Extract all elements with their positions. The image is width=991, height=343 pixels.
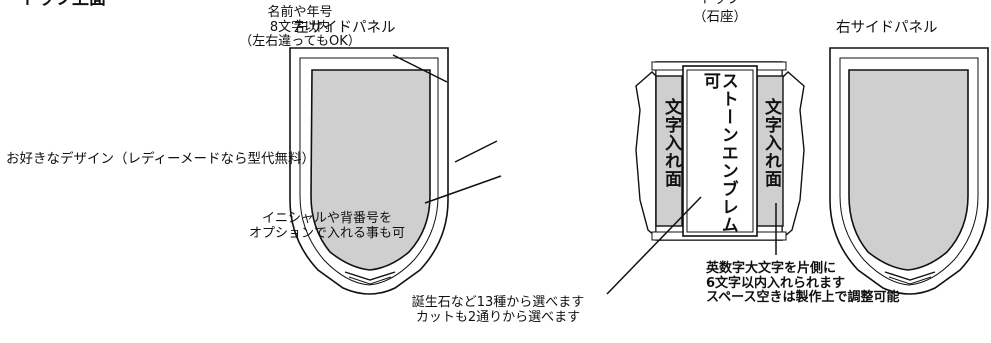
label-alphanumeric: 英数字大文字を片側に 6文字以内入れられます スペース空きは製作上で調整可能	[706, 261, 900, 306]
label-stone-emblem: ストーンエンブレム可	[699, 72, 738, 234]
label-birthstone: 誕生石など13種から選べます カットも2通りから選べます	[411, 295, 585, 325]
heading-right-side-panel: 右サイドパネル	[836, 20, 938, 36]
label-favorite-design: お好きなデザイン（レディーメードなら型代無料）	[6, 151, 316, 167]
right-side-panel-shape	[829, 47, 989, 295]
left-side-panel-shape	[289, 47, 449, 295]
label-engrave-face-right: 文字入れ面	[761, 98, 781, 188]
heading-left-side-panel: 左サイドパネル	[294, 20, 396, 36]
label-initials-option: イニシャルや背番号を オプションで入れる事も可	[248, 211, 405, 241]
label-engrave-face-left: 文字入れ面	[661, 98, 681, 188]
top-stone-seat-shape	[635, 61, 805, 241]
label-name-or-year: 名前や年号 8文字以内 （左右違ってもOK）	[239, 5, 361, 50]
leader-lines	[392, 54, 777, 295]
heading-top-stone-seat: トップ （石座）	[693, 0, 747, 26]
corner-title: ・トップ上面	[4, 0, 106, 9]
